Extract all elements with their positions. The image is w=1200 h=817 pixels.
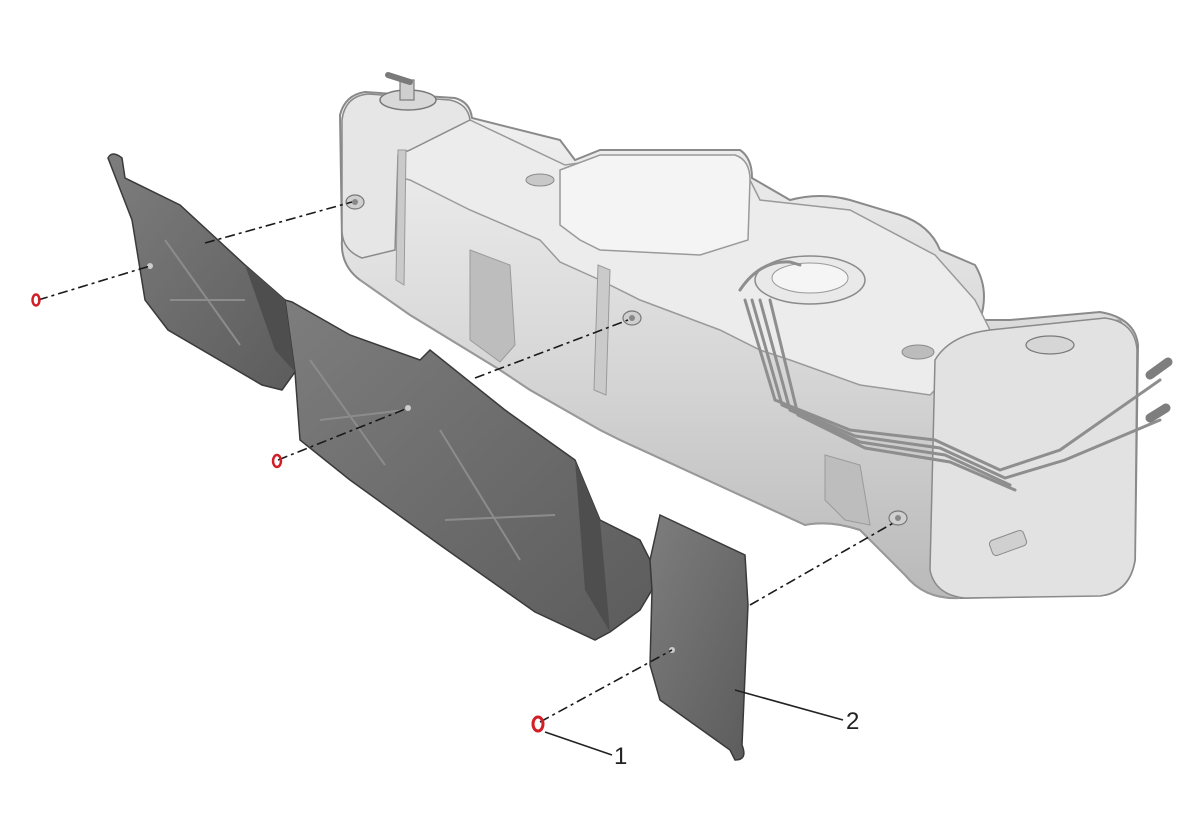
fastener-nut-2 — [271, 453, 283, 469]
alignment-line-shield-tank-3 — [749, 521, 896, 606]
heat-shield-fold-1 — [245, 265, 295, 372]
callout-2: 2 — [734, 689, 859, 735]
fastener-nut-3 — [531, 715, 545, 733]
fastener-nut-1 — [31, 293, 41, 307]
callout-2-label: 2 — [846, 708, 859, 735]
tank-mount-boss-2 — [622, 310, 642, 326]
fuel-tank — [338, 72, 1173, 600]
alignment-line-fastener-2 — [277, 407, 409, 461]
tank-top-hole — [901, 344, 935, 360]
fuel-line-connectors — [1145, 357, 1173, 423]
tank-end-pad — [988, 529, 1028, 557]
alignment-lines — [37, 201, 896, 723]
alignment-line-fastener-3 — [539, 649, 673, 723]
tank-side-recess-1 — [469, 249, 516, 363]
fuel-tank-raised-box — [559, 154, 751, 256]
filler-neck — [379, 72, 437, 111]
alignment-line-shield-tank-1 — [204, 201, 353, 244]
alignment-line-shield-tank-2 — [474, 319, 629, 379]
fuel-lines — [738, 260, 1162, 492]
fuel-tank-left-end — [341, 93, 471, 259]
tank-top-hole-2 — [525, 173, 555, 187]
alignment-line-fastener-1 — [37, 265, 151, 301]
heat-shield-right-flap — [649, 513, 749, 761]
tank-bottom-edge — [359, 279, 961, 599]
fuel-pump-module — [754, 255, 866, 305]
heat-shield-left-flap — [107, 153, 301, 391]
callout-1: 1 — [544, 731, 627, 770]
callout-2-leader — [734, 689, 844, 721]
callout-1-label: 1 — [614, 743, 627, 770]
heat-shield — [107, 153, 749, 761]
heat-shield-fold-2 — [575, 460, 610, 632]
tank-strap-groove-1 — [395, 149, 407, 286]
heat-shield-ribs — [164, 239, 556, 561]
heat-shield-hole-1 — [147, 263, 153, 269]
tank-side-recess-2 — [824, 454, 871, 526]
callout-1-leader — [544, 731, 613, 756]
tank-mount-boss-1 — [345, 194, 365, 210]
vent-port — [1025, 335, 1075, 355]
tank-mount-boss-3 — [888, 510, 908, 526]
